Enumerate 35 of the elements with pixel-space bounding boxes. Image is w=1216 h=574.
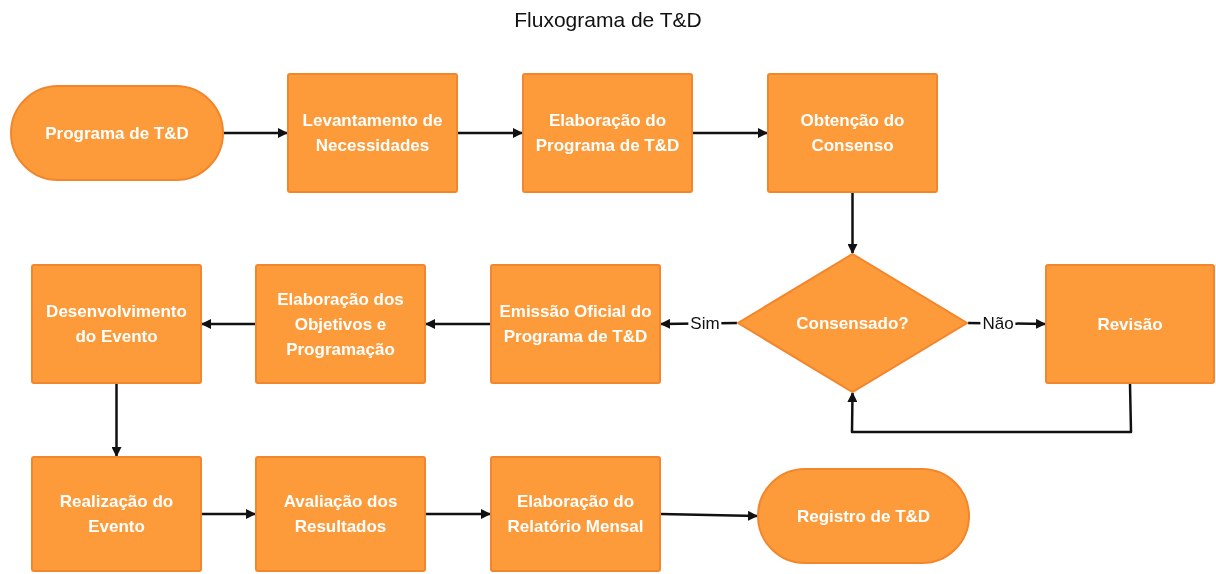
arrow [847, 383, 1133, 434]
process-box [31, 456, 202, 572]
process-box [490, 264, 661, 384]
node-label: Levantamento de Necessidades [301, 110, 444, 157]
node-label: Revisão [1097, 313, 1163, 336]
arrow [224, 128, 288, 138]
arrow [202, 509, 256, 519]
arrow [660, 510, 758, 521]
arrow [426, 509, 491, 519]
process-box [490, 456, 661, 572]
arrow [425, 319, 490, 329]
process-box [31, 264, 202, 384]
node-label: Programa de T&D [45, 122, 189, 145]
node-label: Consensado? [796, 312, 909, 335]
process-box [1045, 264, 1215, 384]
process-box [287, 73, 458, 193]
arrow [693, 128, 768, 138]
process-box [522, 73, 693, 193]
arrow [201, 319, 255, 329]
node-label: Obtenção do Consenso [799, 110, 906, 157]
arrow [847, 193, 858, 254]
process-box [255, 264, 426, 384]
node-label: Elaboração do Programa de T&D [534, 110, 681, 157]
diagram-title: Fluxograma de T&D [514, 8, 702, 32]
node-label: Registro de T&D [796, 505, 931, 528]
arrow [458, 128, 523, 138]
arrow [111, 384, 122, 457]
node-label: Realização do Evento [58, 491, 175, 538]
node-label: Elaboração do Relatório Mensal [506, 491, 645, 538]
process-box [767, 73, 938, 193]
node-label: Elaboração dos Objetivos e Programação [276, 288, 405, 361]
node-label: Avaliação dos Resultados [282, 491, 399, 538]
process-box [255, 456, 426, 572]
node-label: Desenvolvimento do Evento [45, 301, 188, 348]
node-label: Emissão Oficial do Programa de T&D [498, 301, 653, 348]
